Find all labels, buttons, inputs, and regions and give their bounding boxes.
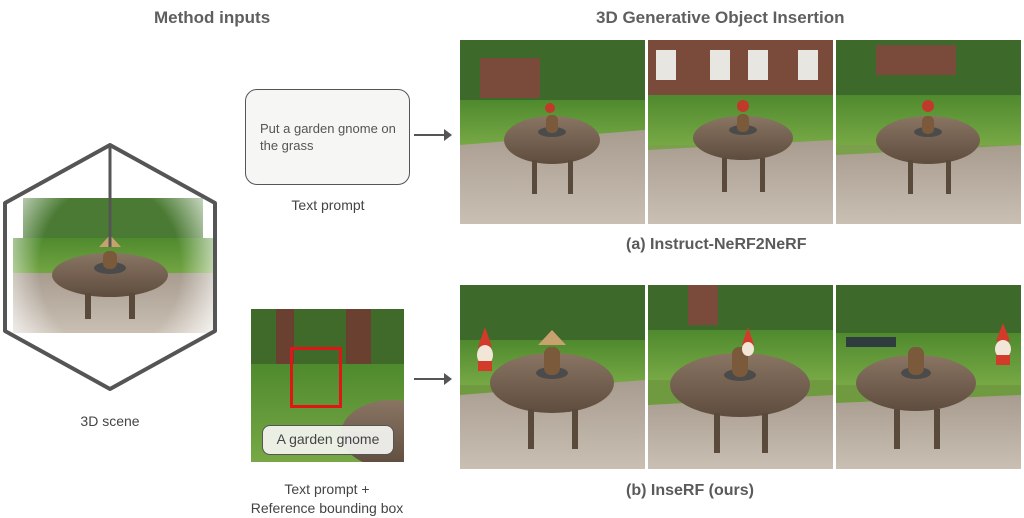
row-b-label: (b) InseRF (ours) bbox=[626, 482, 754, 499]
scene-caption: 3D scene bbox=[80, 413, 140, 429]
insertion-heading: 3D Generative Object Insertion bbox=[596, 8, 845, 27]
result-a-view-2 bbox=[648, 40, 833, 224]
bbox-caption-line-1: Text prompt + bbox=[284, 481, 370, 497]
result-b-view-2 bbox=[648, 285, 833, 469]
arrow-right-icon bbox=[414, 128, 452, 147]
result-a-view-1 bbox=[460, 40, 645, 224]
arrow-right-icon bbox=[414, 372, 452, 391]
bbox-caption-line-2: Reference bounding box bbox=[250, 500, 404, 516]
text-prompt-caption: Text prompt bbox=[291, 197, 365, 213]
bbox-prompt-caption: Text prompt + Reference bounding box bbox=[237, 480, 417, 518]
result-b-view-3 bbox=[836, 285, 1021, 469]
method-inputs-heading: Method inputs bbox=[154, 8, 271, 27]
result-a-view-3 bbox=[836, 40, 1021, 224]
text-prompt-text: Put a garden gnome on the grass bbox=[260, 121, 396, 153]
result-b-view-1 bbox=[460, 285, 645, 469]
row-a-label: (a) Instruct-NeRF2NeRF bbox=[626, 236, 807, 253]
scene-cube bbox=[3, 143, 217, 391]
bbox-prompt-box: A garden gnome bbox=[262, 425, 394, 455]
reference-bounding-box bbox=[290, 347, 342, 408]
text-prompt-box: Put a garden gnome on the grass bbox=[245, 89, 410, 185]
